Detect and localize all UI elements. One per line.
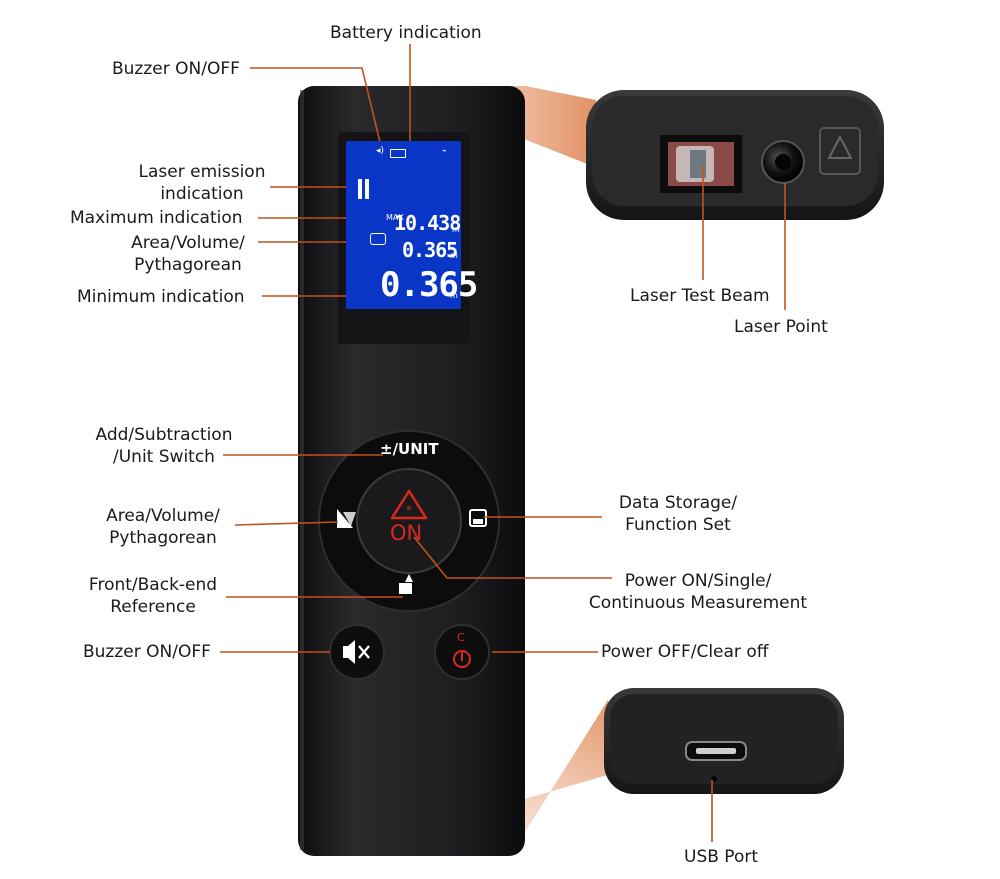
- lcd-line-1: 10.438: [394, 211, 461, 235]
- label-buzzer-top: Buzzer ON/OFF: [112, 59, 240, 79]
- laser-emission-icon: [358, 179, 362, 199]
- label-power-on-1: Power ON/Single/: [624, 571, 772, 591]
- max-tag: MAX: [386, 213, 404, 222]
- lcd-screen: ◂) ⌁ MAX 10.438 m 0.365 m 0.365 m: [346, 141, 478, 309]
- lcd-line-3-unit: m: [450, 291, 458, 300]
- label-usb-port: USB Port: [684, 847, 759, 867]
- label-battery-indication: Battery indication: [330, 23, 482, 43]
- area-volume-lcd-icon: [370, 233, 386, 245]
- on-button[interactable]: [356, 468, 462, 574]
- laser-warning-badge: [819, 127, 861, 175]
- lcd-line-2-unit: m: [450, 251, 458, 260]
- bottom-end-detail: [604, 688, 844, 794]
- clear-key-letter: C: [457, 631, 465, 644]
- label-area-volume-lcd-1: Area/Volume/: [131, 233, 245, 253]
- reference-icon: [399, 574, 413, 594]
- svg-text:*: *: [406, 503, 412, 517]
- label-add-sub-2: /Unit Switch: [113, 447, 215, 467]
- lcd-line-3: 0.365: [380, 265, 478, 305]
- lcd-line-1-unit: m: [452, 225, 460, 234]
- label-laser-point: Laser Point: [734, 317, 828, 337]
- label-laser-test-beam: Laser Test Beam: [630, 286, 770, 306]
- label-data-storage-1: Data Storage/: [618, 493, 738, 513]
- label-front-back-2: Reference: [110, 597, 196, 617]
- label-maximum-indication: Maximum indication: [70, 208, 243, 228]
- battery-icon: [390, 149, 406, 158]
- label-area-volume-btn-2: Pythagorean: [109, 528, 217, 548]
- data-storage-icon: [469, 509, 487, 527]
- label-data-storage-2: Function Set: [625, 515, 731, 535]
- label-power-on-2: Continuous Measurement: [588, 593, 808, 613]
- sound-icon: ◂): [376, 146, 385, 156]
- top-end-detail: [586, 90, 884, 220]
- label-area-volume-lcd-2: Pythagorean: [134, 255, 242, 275]
- label-area-volume-btn-1: Area/Volume/: [106, 506, 220, 526]
- label-laser-emission-2: indication: [160, 184, 244, 204]
- label-add-sub-1: Add/Subtraction: [95, 425, 233, 445]
- label-minimum-indication: Minimum indication: [77, 287, 245, 307]
- label-laser-emission-1: Laser emission: [138, 162, 266, 182]
- power-icon: [453, 650, 471, 668]
- mute-speaker-icon: [343, 640, 370, 664]
- label-front-back-1: Front/Back-end: [88, 575, 218, 595]
- signal-icon: ⌁: [442, 146, 447, 155]
- label-buzzer-bottom: Buzzer ON/OFF: [83, 642, 211, 662]
- buzzer-button[interactable]: [329, 624, 385, 680]
- on-key-label: ON: [390, 521, 423, 545]
- unit-key-label: ±/UNIT: [380, 440, 439, 458]
- area-volume-icon: [337, 509, 353, 528]
- label-power-off: Power OFF/Clear off: [601, 642, 769, 662]
- laser-warning-icon: [390, 489, 428, 520]
- lcd-line-2: 0.365: [402, 238, 458, 262]
